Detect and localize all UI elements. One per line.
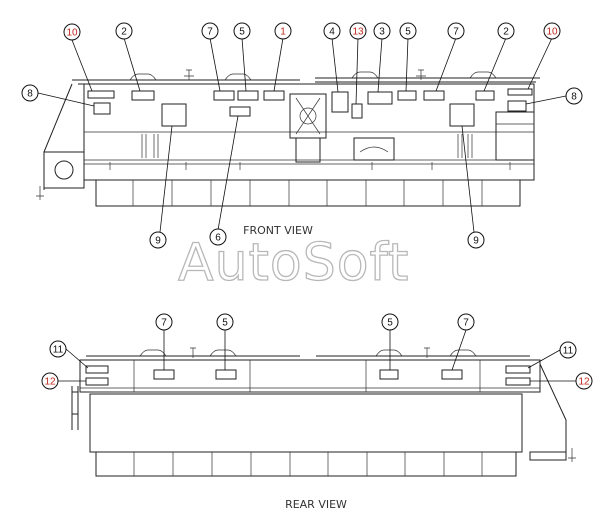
callout-leaders-front [37, 37, 567, 233]
front-view-label: FRONT VIEW [243, 224, 313, 237]
callout-1-front: 1 [274, 22, 292, 40]
svg-text:8: 8 [571, 92, 577, 103]
rear-view-label: REAR VIEW [285, 498, 347, 511]
svg-text:5: 5 [239, 27, 245, 38]
svg-text:7: 7 [207, 27, 213, 38]
callout-8-front-right: 8 [565, 87, 583, 105]
callout-5-front-right: 5 [399, 22, 417, 40]
callout-10-front-left: 10 [63, 23, 81, 41]
svg-text:9: 9 [473, 236, 479, 247]
callout-2-front-left: 2 [115, 22, 133, 40]
svg-text:10: 10 [546, 27, 558, 38]
svg-text:2: 2 [503, 27, 509, 38]
callout-13-front: 13 [349, 22, 367, 40]
callout-2-front-right: 2 [497, 22, 515, 40]
callout-6-front: 6 [209, 228, 227, 246]
svg-text:3: 3 [379, 27, 385, 38]
callout-9-front-left: 9 [149, 231, 167, 249]
svg-text:10: 10 [66, 28, 78, 39]
svg-text:8: 8 [27, 89, 33, 100]
callout-12-rear-left: 12 [41, 372, 59, 390]
svg-text:2: 2 [121, 27, 127, 38]
callout-5-rear-left: 5 [216, 313, 234, 331]
callout-11-rear-left: 11 [49, 340, 67, 358]
svg-text:11: 11 [53, 345, 64, 356]
callout-7-rear-left: 7 [155, 313, 173, 331]
svg-text:6: 6 [215, 233, 221, 244]
svg-text:12: 12 [44, 377, 56, 388]
callout-4-front: 4 [323, 22, 341, 40]
callout-5-front-left: 5 [233, 22, 251, 40]
callout-5-rear-right: 5 [381, 313, 399, 331]
callout-10-front-right: 10 [543, 22, 561, 40]
svg-text:4: 4 [329, 27, 335, 38]
svg-text:9: 9 [155, 236, 161, 247]
callout-3-front: 3 [373, 22, 391, 40]
svg-text:11: 11 [563, 346, 574, 357]
rear-view-drawing [71, 347, 576, 477]
svg-text:7: 7 [453, 27, 459, 38]
svg-text:13: 13 [352, 27, 364, 38]
callout-12-rear-right: 12 [575, 372, 593, 390]
callout-7-front-right: 7 [447, 22, 465, 40]
svg-text:5: 5 [222, 318, 228, 329]
svg-text:7: 7 [463, 318, 469, 329]
svg-text:12: 12 [578, 377, 590, 388]
front-view-drawing [36, 69, 540, 207]
svg-text:1: 1 [280, 27, 286, 38]
callout-leaders-rear [58, 329, 576, 382]
callout-7-rear-right: 7 [457, 313, 475, 331]
svg-text:5: 5 [405, 27, 411, 38]
callout-7-front-left: 7 [201, 22, 219, 40]
svg-text:7: 7 [161, 318, 167, 329]
callout-8-front-left: 8 [21, 84, 39, 102]
callout-11-rear-right: 11 [559, 341, 577, 359]
callout-9-front-right: 9 [467, 231, 485, 249]
svg-text:5: 5 [387, 318, 393, 329]
